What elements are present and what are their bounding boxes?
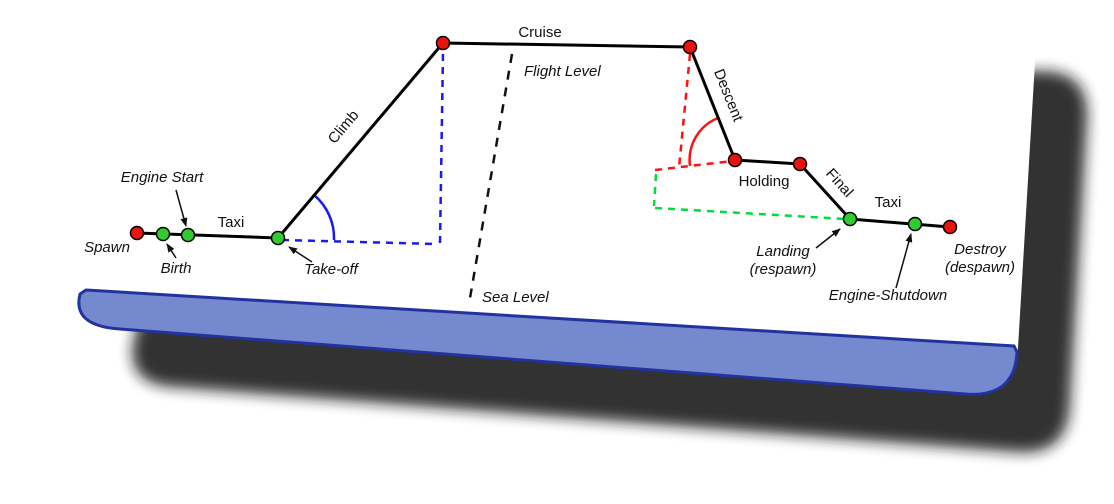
holding-start-dot: [727, 152, 743, 168]
engine-start-dot: [180, 227, 196, 243]
spawn-label: Spawn: [84, 239, 130, 256]
taxi-left-label: Taxi: [218, 214, 245, 231]
cruise-start-dot: [435, 35, 451, 51]
spawn-dot: [129, 225, 145, 241]
landing-arrow: [815, 228, 841, 249]
holding-label: Holding: [739, 173, 790, 190]
cruise-end-dot: [682, 39, 698, 55]
landing-projection-vertical-dash: [652, 173, 658, 207]
altitude-reference-dash: [468, 53, 514, 299]
takeoff-arrow: [288, 246, 313, 263]
cruise-label: Cruise: [518, 24, 561, 41]
sea-band: [77, 288, 1019, 396]
climb-projection-vertical-dash: [438, 51, 445, 244]
takeoff-dot: [270, 230, 286, 246]
engine-shutdown-dot: [907, 216, 923, 232]
flight-path: [135, 41, 952, 240]
birth-label: Birth: [161, 260, 192, 277]
holding-end-dot: [792, 156, 808, 172]
engine-shutdown-arrow: [895, 233, 913, 289]
descent-projection-vertical-dash: [677, 53, 692, 169]
destroy-dot: [942, 219, 958, 235]
taxi-right-label: Taxi: [875, 194, 902, 211]
birth-dot: [155, 226, 171, 242]
engine-start-arrow: [175, 189, 188, 227]
flight-level-label: Flight Level: [524, 63, 601, 80]
descent-angle-arc: [688, 116, 719, 167]
climb-angle-arc: [313, 194, 336, 241]
takeoff-label: Take-off: [304, 261, 359, 278]
engine-start-label: Engine Start: [121, 169, 204, 186]
destroy-label-line1: Destroy: [954, 241, 1007, 258]
descent-projection-horizontal-dash: [654, 159, 734, 172]
engine-shutdown-label: Engine-Shutdown: [829, 287, 947, 304]
card: [80, 12, 1036, 395]
landing-dot: [842, 211, 858, 227]
destroy-label-line2: (despawn): [945, 259, 1015, 276]
landing-label-line2: (respawn): [750, 261, 817, 278]
landing-projection-horizontal-dash: [654, 206, 847, 221]
landing-label-line1: Landing: [756, 243, 810, 260]
sea-level-label: Sea Level: [482, 289, 549, 306]
birth-arrow: [166, 243, 177, 259]
